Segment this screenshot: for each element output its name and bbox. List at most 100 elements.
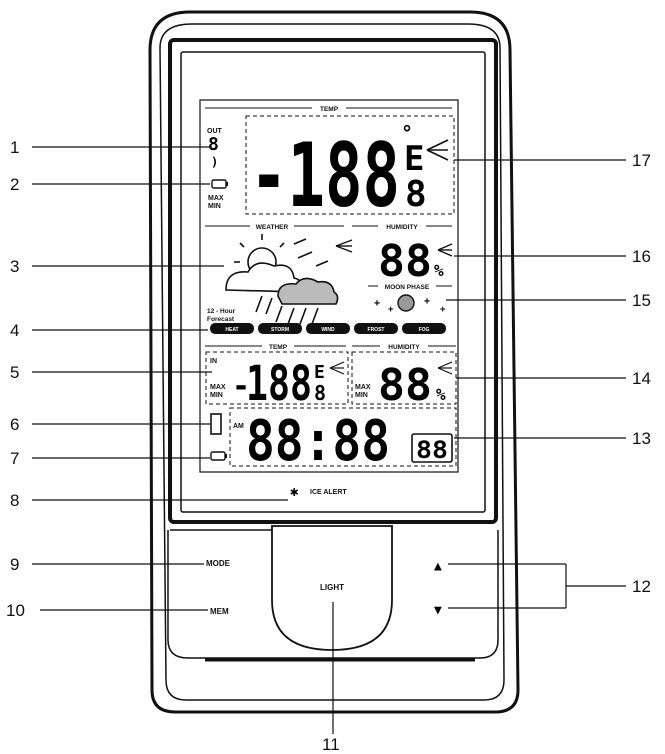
indoor-temp-dash: - (232, 369, 250, 404)
outdoor-min-label: MIN (208, 203, 221, 210)
weather-title-bg (250, 221, 294, 231)
temp-title-bg (312, 103, 346, 113)
svg-text:FROST: FROST (368, 327, 385, 333)
callout-9: 9 (10, 555, 19, 574)
temp-title: TEMP (320, 106, 339, 113)
callout-3: 3 (10, 257, 19, 276)
forecast-label-line-2: Forecast (207, 316, 235, 323)
callout-10: 10 (6, 601, 25, 620)
forecast-label-line-1: 12 - Hour (207, 308, 236, 315)
callout-15: 15 (632, 291, 651, 310)
indoor-humidity-percent: % (436, 385, 446, 404)
svg-text:WIND: WIND (321, 327, 335, 333)
signal-icon: ) (211, 155, 218, 169)
day-digits: 88 (416, 436, 448, 464)
down-button[interactable]: ▼ (434, 603, 442, 618)
weather-trend-arrow-icon (335, 239, 353, 253)
indoor-temp-decimal: 8 (314, 381, 326, 405)
indoor-in-label: IN (210, 358, 217, 365)
alert-chip-wind: WIND (306, 323, 350, 334)
indoor-min-label: MIN (210, 392, 223, 399)
snowflake-icon: ✱ (290, 484, 299, 500)
clock-digits: 88:88 (246, 409, 390, 474)
svg-text:HEAT: HEAT (225, 327, 238, 333)
up-button[interactable]: ▲ (434, 559, 442, 574)
indoor-battery-tip (225, 454, 227, 458)
ice-alert-label: ICE ALERT (310, 489, 347, 496)
indoor-humidity-trend-arrow-icon (437, 361, 453, 375)
indoor-max-label: MAX (210, 384, 226, 391)
moon-sparkle-icon-3: + (424, 296, 430, 307)
svg-text:FOG: FOG (419, 327, 430, 333)
alert-chip-fog: FOG (402, 323, 446, 334)
indoor-humidity-max-label: MAX (355, 384, 371, 391)
outdoor-temp-degree: ° (401, 121, 413, 145)
button-panel-outline (167, 530, 499, 659)
outdoor-trend-arrow-icon (426, 139, 449, 161)
humidity-title-bg (378, 221, 426, 231)
outdoor-humidity-percent: % (434, 261, 444, 280)
callout-14: 14 (632, 369, 651, 388)
outdoor-temp-decimal: 8 (405, 174, 427, 215)
callout-4: 4 (10, 321, 19, 340)
callout-5: 5 (10, 363, 19, 382)
callout-8: 8 (10, 491, 19, 510)
outdoor-max-label: MAX (208, 195, 224, 202)
alert-chip-heat: HEAT (210, 323, 254, 334)
rcc-tower-icon (210, 413, 222, 435)
device-inner-rim (159, 23, 505, 701)
svg-text:STORM: STORM (271, 327, 289, 333)
weather-forecast-icon (225, 234, 339, 325)
alert-chip-frost: FROST (354, 323, 398, 334)
moon-sparkle-icon: + (374, 298, 380, 309)
callout-7: 7 (10, 449, 19, 468)
callout-17: 17 (632, 151, 651, 170)
callout-12: 12 (632, 577, 651, 596)
indoor-temp-digits: 188 (246, 356, 312, 412)
callout-1: 1 (10, 138, 19, 157)
callout-16: 16 (632, 247, 651, 266)
outdoor-humidity-digits: 88 (378, 236, 432, 287)
callout-6: 6 (10, 415, 19, 434)
indoor-temp-title-bg (262, 341, 294, 351)
indoor-temp-title: TEMP (269, 344, 288, 351)
indoor-humidity-title-bg (380, 341, 428, 351)
moon-phase-icon (397, 294, 415, 312)
light-button[interactable] (271, 525, 393, 651)
callout-leaders (32, 146, 626, 734)
humidity-title: HUMIDITY (386, 224, 418, 231)
callout-2: 2 (10, 175, 19, 194)
screen-window (180, 51, 486, 513)
moon-sparkle-icon-2: + (388, 305, 394, 315)
outdoor-temp-unit: E (404, 139, 424, 179)
indoor-humidity-min-label: MIN (355, 392, 368, 399)
device-outer-shell (148, 10, 520, 714)
mode-button-label[interactable]: MODE (206, 559, 231, 568)
callout-13: 13 (632, 429, 651, 448)
light-button-label: LIGHT (320, 583, 344, 592)
clock-box (229, 407, 457, 467)
indoor-trend-arrow-icon (329, 361, 345, 375)
outdoor-temp-digits: -188 (250, 124, 400, 227)
outdoor-battery-icon (211, 179, 227, 189)
outdoor-channel-digit: 8 (208, 134, 219, 155)
alert-chip-storm: STORM (258, 323, 302, 334)
moon-title-bg (378, 281, 436, 291)
humidity-trend-arrow-icon (437, 243, 453, 257)
indoor-temp-unit: E (314, 362, 325, 383)
callout-11: 11 (322, 735, 340, 754)
out-label: OUT (207, 128, 223, 135)
outdoor-temp-box (245, 115, 455, 215)
moon-sparkle-icon-4: + (440, 305, 446, 315)
lcd-panel (199, 99, 459, 473)
mem-button-label[interactable]: MEM (210, 607, 229, 616)
moon-phase-title: MOON PHASE (385, 284, 430, 291)
outdoor-battery-tip (226, 182, 228, 186)
weather-title: WEATHER (256, 224, 289, 231)
indoor-battery-icon (210, 451, 226, 461)
indoor-humidity-title: HUMIDITY (388, 344, 420, 351)
indoor-humidity-digits: 88 (378, 360, 432, 411)
indoor-temp-box (205, 351, 349, 405)
am-label: AM (233, 423, 244, 430)
